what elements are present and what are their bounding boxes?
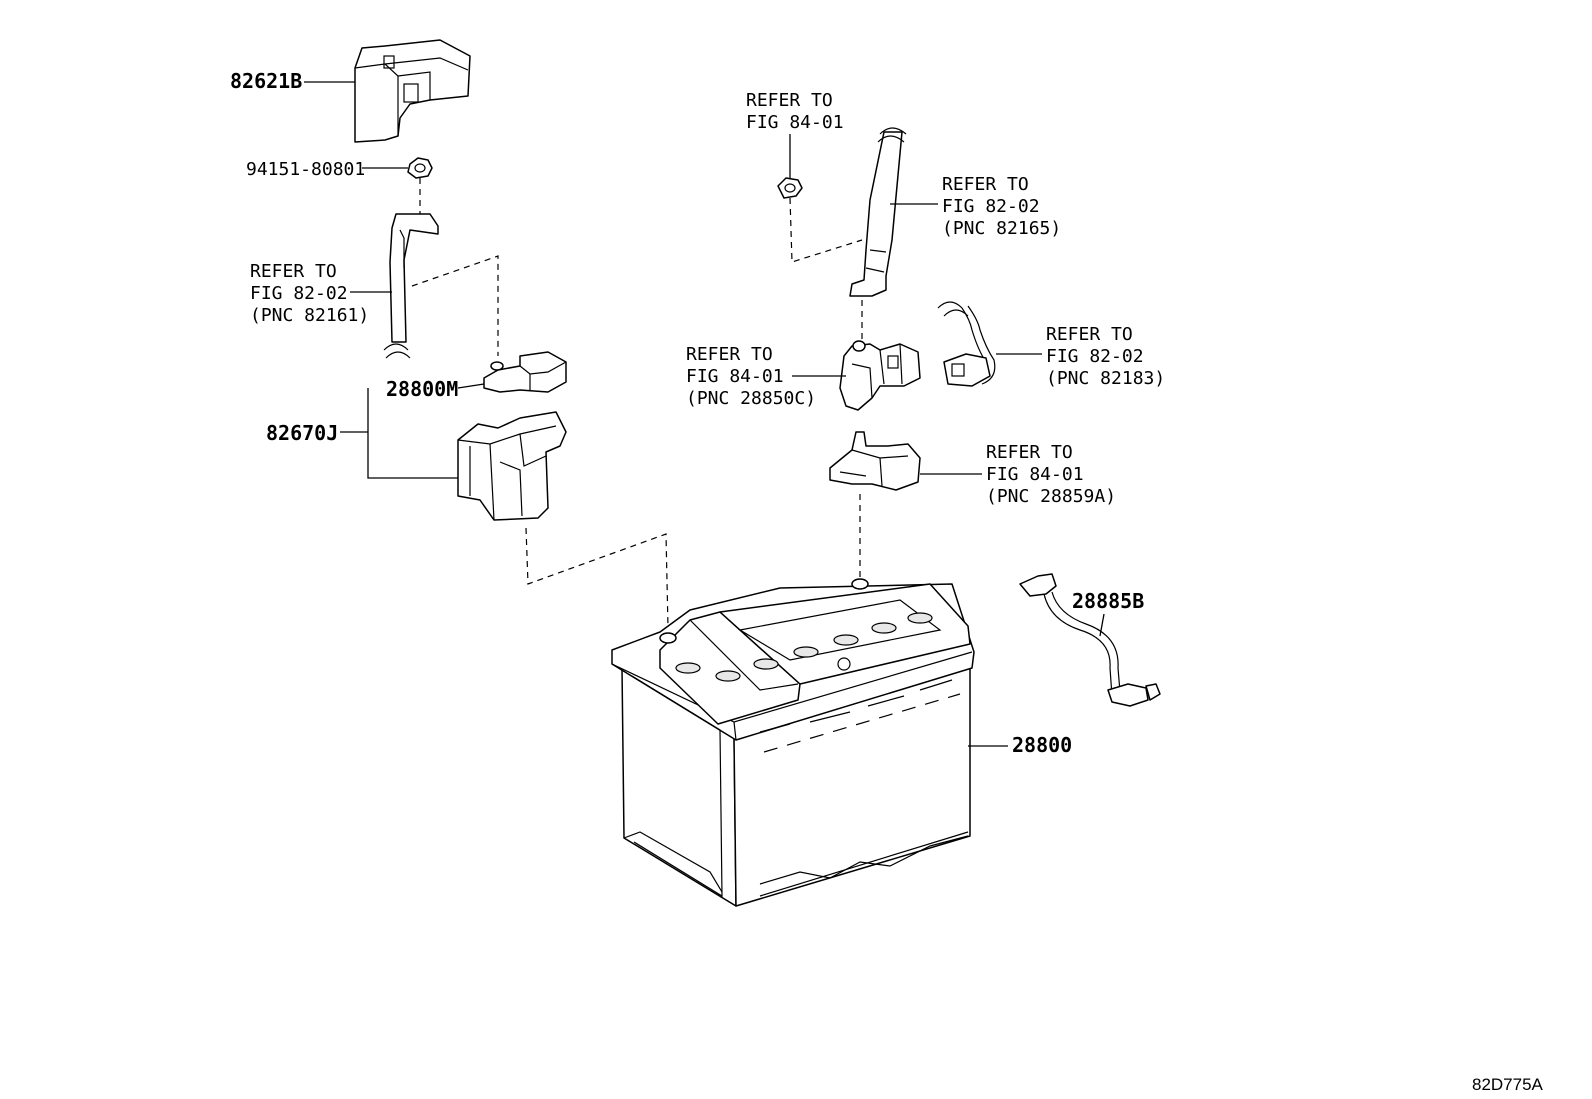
sensor-bracket-28859a[interactable] (829, 431, 921, 491)
terminal-clamp-28800m[interactable] (483, 351, 567, 393)
ref-fig-82-02-pnc-82161[interactable]: REFER TO FIG 82-02 (PNC 82161) (250, 261, 369, 326)
svg-text:REFER TO: REFER TO (986, 442, 1073, 463)
terminal-cover-82621b[interactable] (354, 39, 471, 143)
ref-fig-84-01-nut[interactable]: REFER TO FIG 84-01 (746, 90, 844, 133)
svg-text:FIG 82-02: FIG 82-02 (1046, 346, 1144, 367)
leader-28885b (1099, 613, 1105, 637)
dash-nut-to-cable2 (789, 197, 863, 263)
svg-text:REFER TO: REFER TO (686, 344, 773, 365)
ref-fig-84-01-pnc-28850c[interactable]: REFER TO FIG 84-01 (PNC 28850C) (686, 344, 816, 409)
svg-text:(PNC 82161): (PNC 82161) (250, 305, 369, 326)
nut-94151[interactable] (407, 157, 433, 179)
bracket-leader-82670j (367, 388, 458, 479)
vent-hose-28885b[interactable] (1019, 573, 1161, 707)
battery-sensor-28850c[interactable] (839, 340, 921, 411)
part-number-28800m[interactable]: 28800M (386, 377, 458, 401)
part-number-82670j[interactable]: 82670J (266, 421, 338, 445)
svg-text:FIG 84-01: FIG 84-01 (986, 464, 1084, 485)
svg-text:(PNC 82183): (PNC 82183) (1046, 368, 1165, 389)
terminal-block-82670j[interactable] (457, 411, 567, 521)
dash-cable-to-terminal (411, 255, 499, 356)
ref-fig-82-02-pnc-82165[interactable]: REFER TO FIG 82-02 (PNC 82165) (942, 174, 1061, 239)
negative-cable-82165 (849, 127, 907, 297)
ref-fig-82-02-pnc-82183[interactable]: REFER TO FIG 82-02 (PNC 82183) (1046, 324, 1165, 389)
svg-text:(PNC 28859A): (PNC 28859A) (986, 486, 1116, 507)
svg-text:REFER TO: REFER TO (746, 90, 833, 111)
leader-28800m (457, 383, 485, 389)
diagram-code: 82D775A (1472, 1075, 1544, 1094)
ref-fig-84-01-pnc-28859a[interactable]: REFER TO FIG 84-01 (PNC 28859A) (986, 442, 1116, 507)
part-number-28885b[interactable]: 28885B (1072, 589, 1144, 613)
battery-nut[interactable] (777, 177, 803, 199)
sensor-wire-82183 (937, 301, 996, 387)
part-number-94151[interactable]: 94151-80801 (246, 159, 365, 180)
svg-text:REFER TO: REFER TO (942, 174, 1029, 195)
dash-block-to-battery (525, 527, 669, 629)
battery-28800[interactable] (611, 578, 975, 907)
part-number-28800[interactable]: 28800 (1012, 733, 1072, 757)
svg-text:REFER TO: REFER TO (1046, 324, 1133, 345)
svg-text:FIG 84-01: FIG 84-01 (686, 366, 784, 387)
svg-text:REFER TO: REFER TO (250, 261, 337, 282)
part-number-82621b[interactable]: 82621B (230, 69, 302, 93)
svg-text:FIG 84-01: FIG 84-01 (746, 112, 844, 133)
svg-text:FIG 82-02: FIG 82-02 (250, 283, 348, 304)
svg-text:(PNC 82165): (PNC 82165) (942, 218, 1061, 239)
svg-text:FIG 82-02: FIG 82-02 (942, 196, 1040, 217)
svg-text:(PNC 28850C): (PNC 28850C) (686, 388, 816, 409)
positive-cable-82161 (383, 213, 439, 359)
